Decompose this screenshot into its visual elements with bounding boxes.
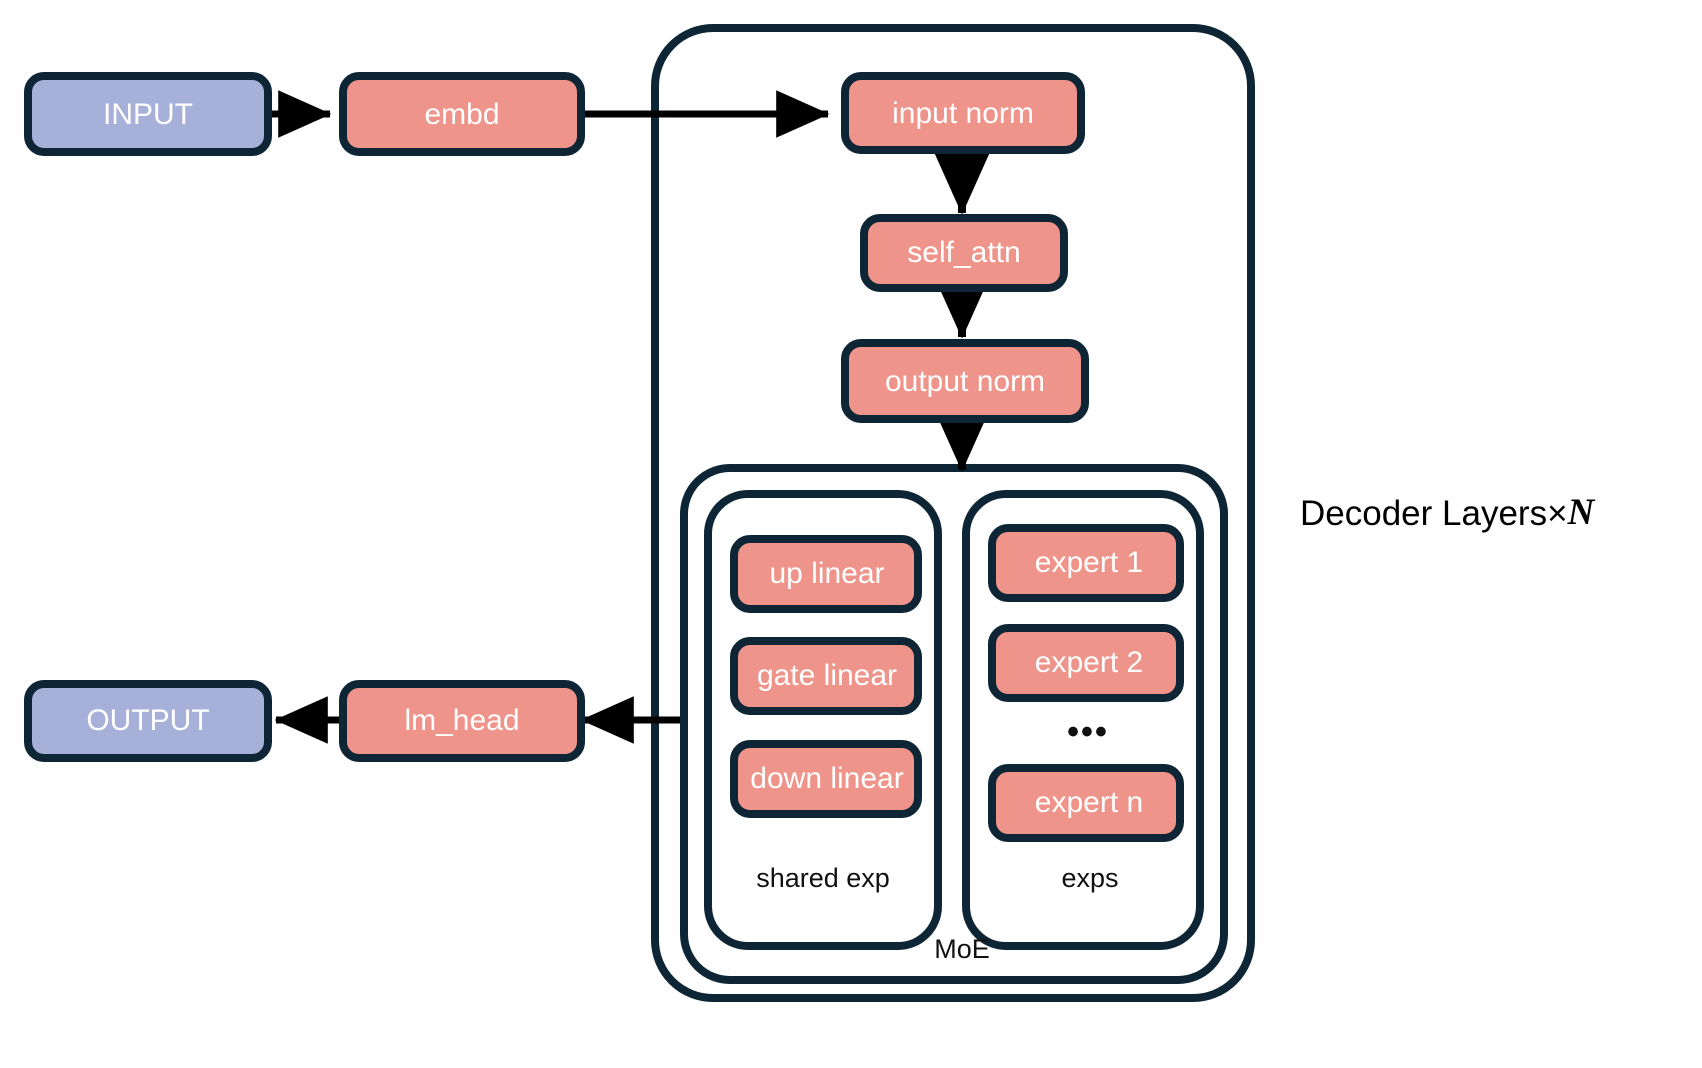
node-output-norm-box[interactable]	[841, 339, 1089, 423]
node-up-linear[interactable]: up linear	[730, 535, 922, 613]
svg-text:Decoder Layers×N: Decoder Layers×N	[1300, 492, 1596, 533]
node-self-attn-box[interactable]	[860, 214, 1068, 292]
node-embd[interactable]: embd	[339, 72, 585, 156]
node-expert-n-box[interactable]	[988, 764, 1184, 842]
exps-container	[962, 490, 1204, 950]
decoder-layers-label: Decoder Layers×N	[1300, 492, 1596, 533]
node-expert-1-box[interactable]	[988, 524, 1184, 602]
shared-exp-label: shared exp	[756, 863, 890, 893]
node-input-norm-box[interactable]	[841, 72, 1085, 154]
decoder-layers-label-n: N	[1567, 492, 1596, 533]
node-down-linear-box[interactable]	[730, 740, 922, 818]
node-embd-box[interactable]	[339, 72, 585, 156]
node-lm-head[interactable]: lm_head	[339, 680, 585, 762]
node-up-linear-box[interactable]	[730, 535, 922, 613]
node-lm-head-box[interactable]	[339, 680, 585, 762]
exps-label: exps	[1061, 863, 1118, 893]
expert-ellipsis-label: •••	[1067, 713, 1109, 751]
node-expert-1[interactable]: expert 1	[988, 524, 1184, 602]
node-self-attn[interactable]: self_attn	[860, 214, 1068, 292]
decoder-layers-container	[651, 24, 1255, 1002]
node-input-norm[interactable]: input norm	[841, 72, 1085, 154]
node-input[interactable]: INPUT	[24, 72, 272, 156]
node-gate-linear-box[interactable]	[730, 637, 922, 715]
moe-label: MoE	[934, 934, 990, 964]
node-expert-2-box[interactable]	[988, 624, 1184, 702]
shared-exp-container	[704, 490, 942, 950]
node-expert-2[interactable]: expert 2	[988, 624, 1184, 702]
node-gate-linear[interactable]: gate linear	[730, 637, 922, 715]
decoder-layers-label-prefix: Decoder Layers×	[1300, 494, 1568, 533]
node-input-box[interactable]	[24, 72, 272, 156]
node-output[interactable]: OUTPUT	[24, 680, 272, 762]
node-down-linear[interactable]: down linear	[730, 740, 922, 818]
node-expert-n[interactable]: expert n	[988, 764, 1184, 842]
node-output-norm[interactable]: output norm	[841, 339, 1089, 423]
node-output-box[interactable]	[24, 680, 272, 762]
